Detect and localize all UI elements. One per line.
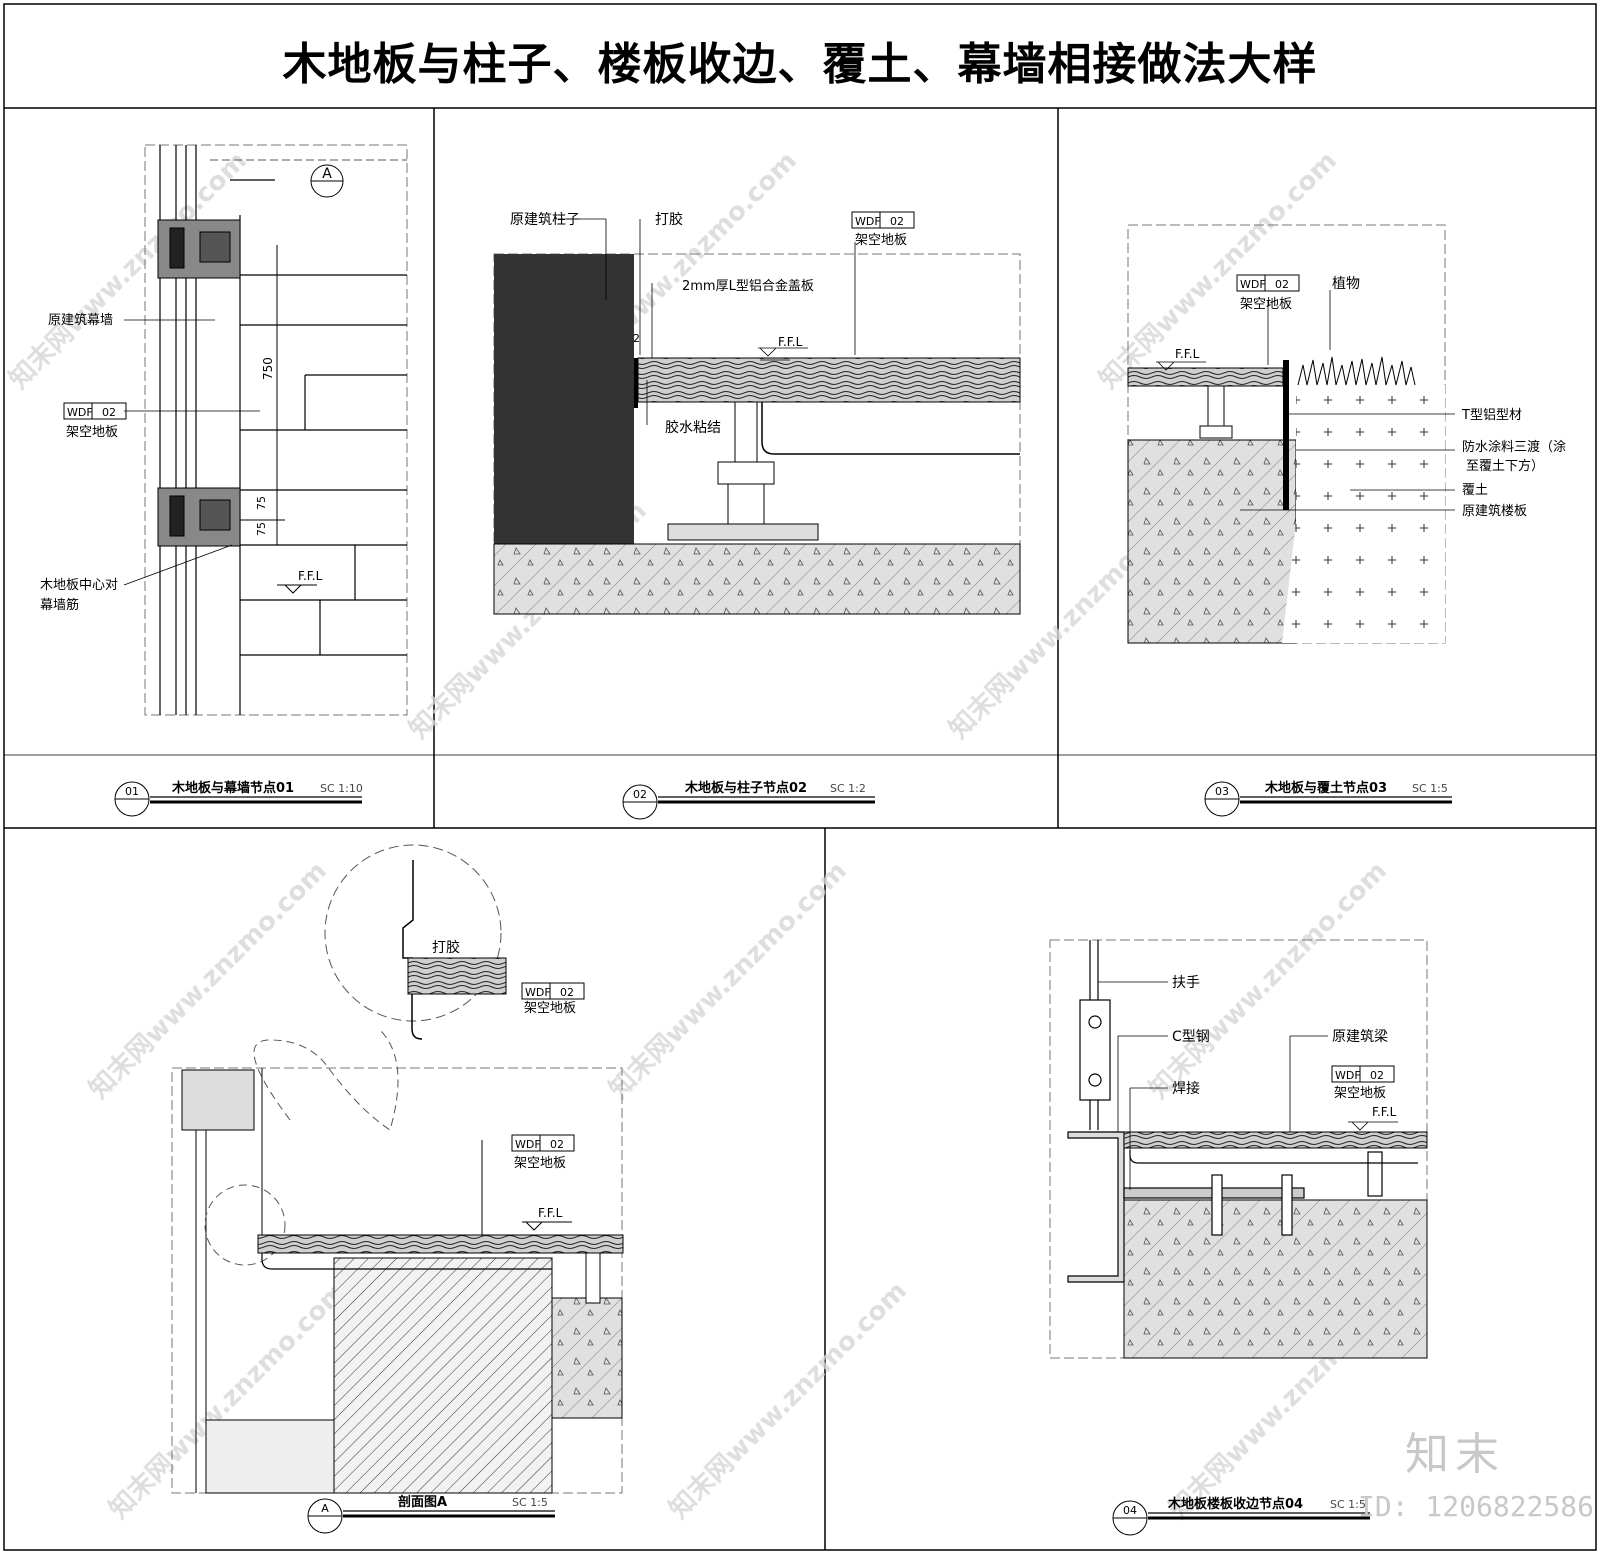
label-t-profile: T型铝型材 xyxy=(1461,408,1522,423)
dim-750: 750 xyxy=(261,357,275,380)
label-raised-floor: 架空地板 xyxy=(1334,1086,1386,1101)
wood-floor xyxy=(1123,1131,1428,1149)
label-waterproof-b: 至覆土下方） xyxy=(1466,458,1544,474)
label-raised-floor-detail: 架空地板 xyxy=(524,1001,576,1016)
caption-scale: SC 1:5 xyxy=(1412,782,1448,795)
page-title: 木地板与柱子、楼板收边、覆土、幕墙相接做法大样 xyxy=(282,39,1318,90)
label-sealant: 打胶 xyxy=(655,211,683,228)
label-plants: 植物 xyxy=(1332,276,1360,292)
id-watermark: ID: 1206822586 xyxy=(1358,1490,1595,1523)
wdf-tag: WDF 02 xyxy=(521,982,585,1000)
svg-text:02: 02 xyxy=(560,986,574,999)
ffl-label: F.F.L xyxy=(1372,1105,1397,1119)
svg-text:02: 02 xyxy=(1275,278,1289,291)
label-soil: 覆土 xyxy=(1462,483,1488,498)
label-glue: 胶水粘结 xyxy=(665,419,721,436)
ffl-label: F.F.L xyxy=(298,569,323,583)
svg-text:WDF: WDF xyxy=(855,215,881,228)
caption-scale: SC 1:5 xyxy=(512,1496,548,1509)
caption-title: 木地板与幕墙节点01 xyxy=(171,780,294,796)
label-column: 原建筑柱子 xyxy=(510,212,580,228)
label-beam: 原建筑梁 xyxy=(1332,1029,1388,1045)
svg-text:02: 02 xyxy=(633,788,647,801)
svg-text:02: 02 xyxy=(550,1138,564,1151)
svg-text:02: 02 xyxy=(1370,1069,1384,1082)
wood-floor xyxy=(1127,367,1284,387)
caption-scale: SC 1:2 xyxy=(830,782,866,795)
dim-2: 2 xyxy=(633,332,640,345)
dim-75: 75 xyxy=(255,522,268,536)
svg-text:02: 02 xyxy=(890,215,904,228)
caption-scale: SC 1:10 xyxy=(320,782,363,795)
label-raised-floor: 架空地板 xyxy=(514,1156,566,1171)
label-slab: 原建筑楼板 xyxy=(1462,503,1527,519)
wood-floor xyxy=(257,1234,624,1254)
watermark-text: 知末网www.znzmo.com xyxy=(604,856,853,1105)
svg-text:04: 04 xyxy=(1123,1504,1137,1517)
label-handrail: 扶手 xyxy=(1172,975,1200,991)
label-center-b: 幕墙筋 xyxy=(40,597,79,613)
panel-4-slab-edge: 扶手 C型钢 原建筑梁 焊接 WDF 02 架空地板 F.F.L xyxy=(1049,939,1428,1359)
label-raised-floor: 架空地板 xyxy=(1240,297,1292,312)
caption-01: 01 木地板与幕墙节点01 SC 1:10 xyxy=(114,780,363,817)
ffl-label: F.F.L xyxy=(778,335,803,349)
label-raised-floor: 架空地板 xyxy=(66,425,118,440)
plants-graphic xyxy=(1297,356,1416,386)
svg-text:WDF: WDF xyxy=(1240,278,1266,291)
label-sealant: 打胶 xyxy=(432,939,460,956)
svg-text:03: 03 xyxy=(1215,785,1229,798)
watermark-text: 知末网www.znzmo.com xyxy=(664,1276,913,1525)
wood-floor xyxy=(637,357,1021,403)
svg-text:02: 02 xyxy=(102,406,116,419)
caption-title: 木地板与柱子节点02 xyxy=(684,780,807,796)
wdf-tag: WDF 02 xyxy=(511,1134,575,1152)
wdf-tag: WDF 02 xyxy=(1331,1065,1395,1083)
panel-a-section: 打胶 WDF 02 架空地板 WDF 02 架空地板 F.F.L xyxy=(171,844,624,1494)
caption-scale: SC 1:5 xyxy=(1330,1498,1366,1511)
svg-text:WDF: WDF xyxy=(1335,1069,1361,1082)
label-c-steel: C型钢 xyxy=(1172,1029,1210,1045)
label-curtain-wall: 原建筑幕墙 xyxy=(48,312,113,328)
svg-text:WDF: WDF xyxy=(67,406,93,419)
caption-03: 03 木地板与覆土节点03 SC 1:5 xyxy=(1204,780,1452,817)
ffl-label: F.F.L xyxy=(538,1206,563,1220)
caption-title: 木地板楼板收边节点04 xyxy=(1167,1496,1303,1512)
svg-text:A: A xyxy=(321,1502,329,1515)
dim-75: 75 xyxy=(255,496,268,510)
caption-02: 02 木地板与柱子节点02 SC 1:2 xyxy=(622,780,875,820)
ffl-label: F.F.L xyxy=(1175,347,1200,361)
column-block xyxy=(494,254,634,544)
label-cover-plate: 2mm厚L型铝合金盖板 xyxy=(682,278,814,294)
brand-watermark: 知末 xyxy=(1405,1429,1505,1480)
label-raised-floor: 架空地板 xyxy=(855,233,907,248)
svg-text:WDF: WDF xyxy=(525,986,551,999)
caption-04: 04 木地板楼板收边节点04 SC 1:5 xyxy=(1112,1496,1370,1536)
label-center-a: 木地板中心对 xyxy=(40,578,118,593)
wdf-tag: WDF 02 xyxy=(1236,274,1300,292)
watermark-text: 知末网www.znzmo.com xyxy=(1094,146,1343,395)
panel-2-column: 原建筑柱子 打胶 WDF 02 架空地板 2mm厚L型铝合金盖板 2 F.F.L… xyxy=(493,211,1021,615)
sheet-frames xyxy=(3,3,1597,1551)
wdf-tag: WDF 02 xyxy=(851,211,915,229)
panel-1-curtain-wall: A 750 75 75 F.F.L 原建筑幕墙 WDF 02 架空地板 木地板中… xyxy=(40,144,408,716)
mullion-profile xyxy=(157,219,241,547)
label-waterproof-a: 防水涂料三渡（涂 xyxy=(1462,439,1566,455)
caption-title: 木地板与覆土节点03 xyxy=(1264,780,1387,796)
label-weld: 焊接 xyxy=(1172,1080,1200,1097)
section-mark-a: A xyxy=(322,166,332,182)
panel-3-soil: WDF 02 架空地板 植物 F.F.L T型铝型材 防水涂料三渡（涂 至覆土下… xyxy=(1127,224,1566,644)
caption-a: A 剖面图A SC 1:5 xyxy=(307,1494,555,1534)
caption-title: 剖面图A xyxy=(398,1494,447,1510)
svg-text:WDF: WDF xyxy=(515,1138,541,1151)
svg-text:01: 01 xyxy=(125,785,139,798)
wdf-tag: WDF 02 xyxy=(63,402,127,420)
